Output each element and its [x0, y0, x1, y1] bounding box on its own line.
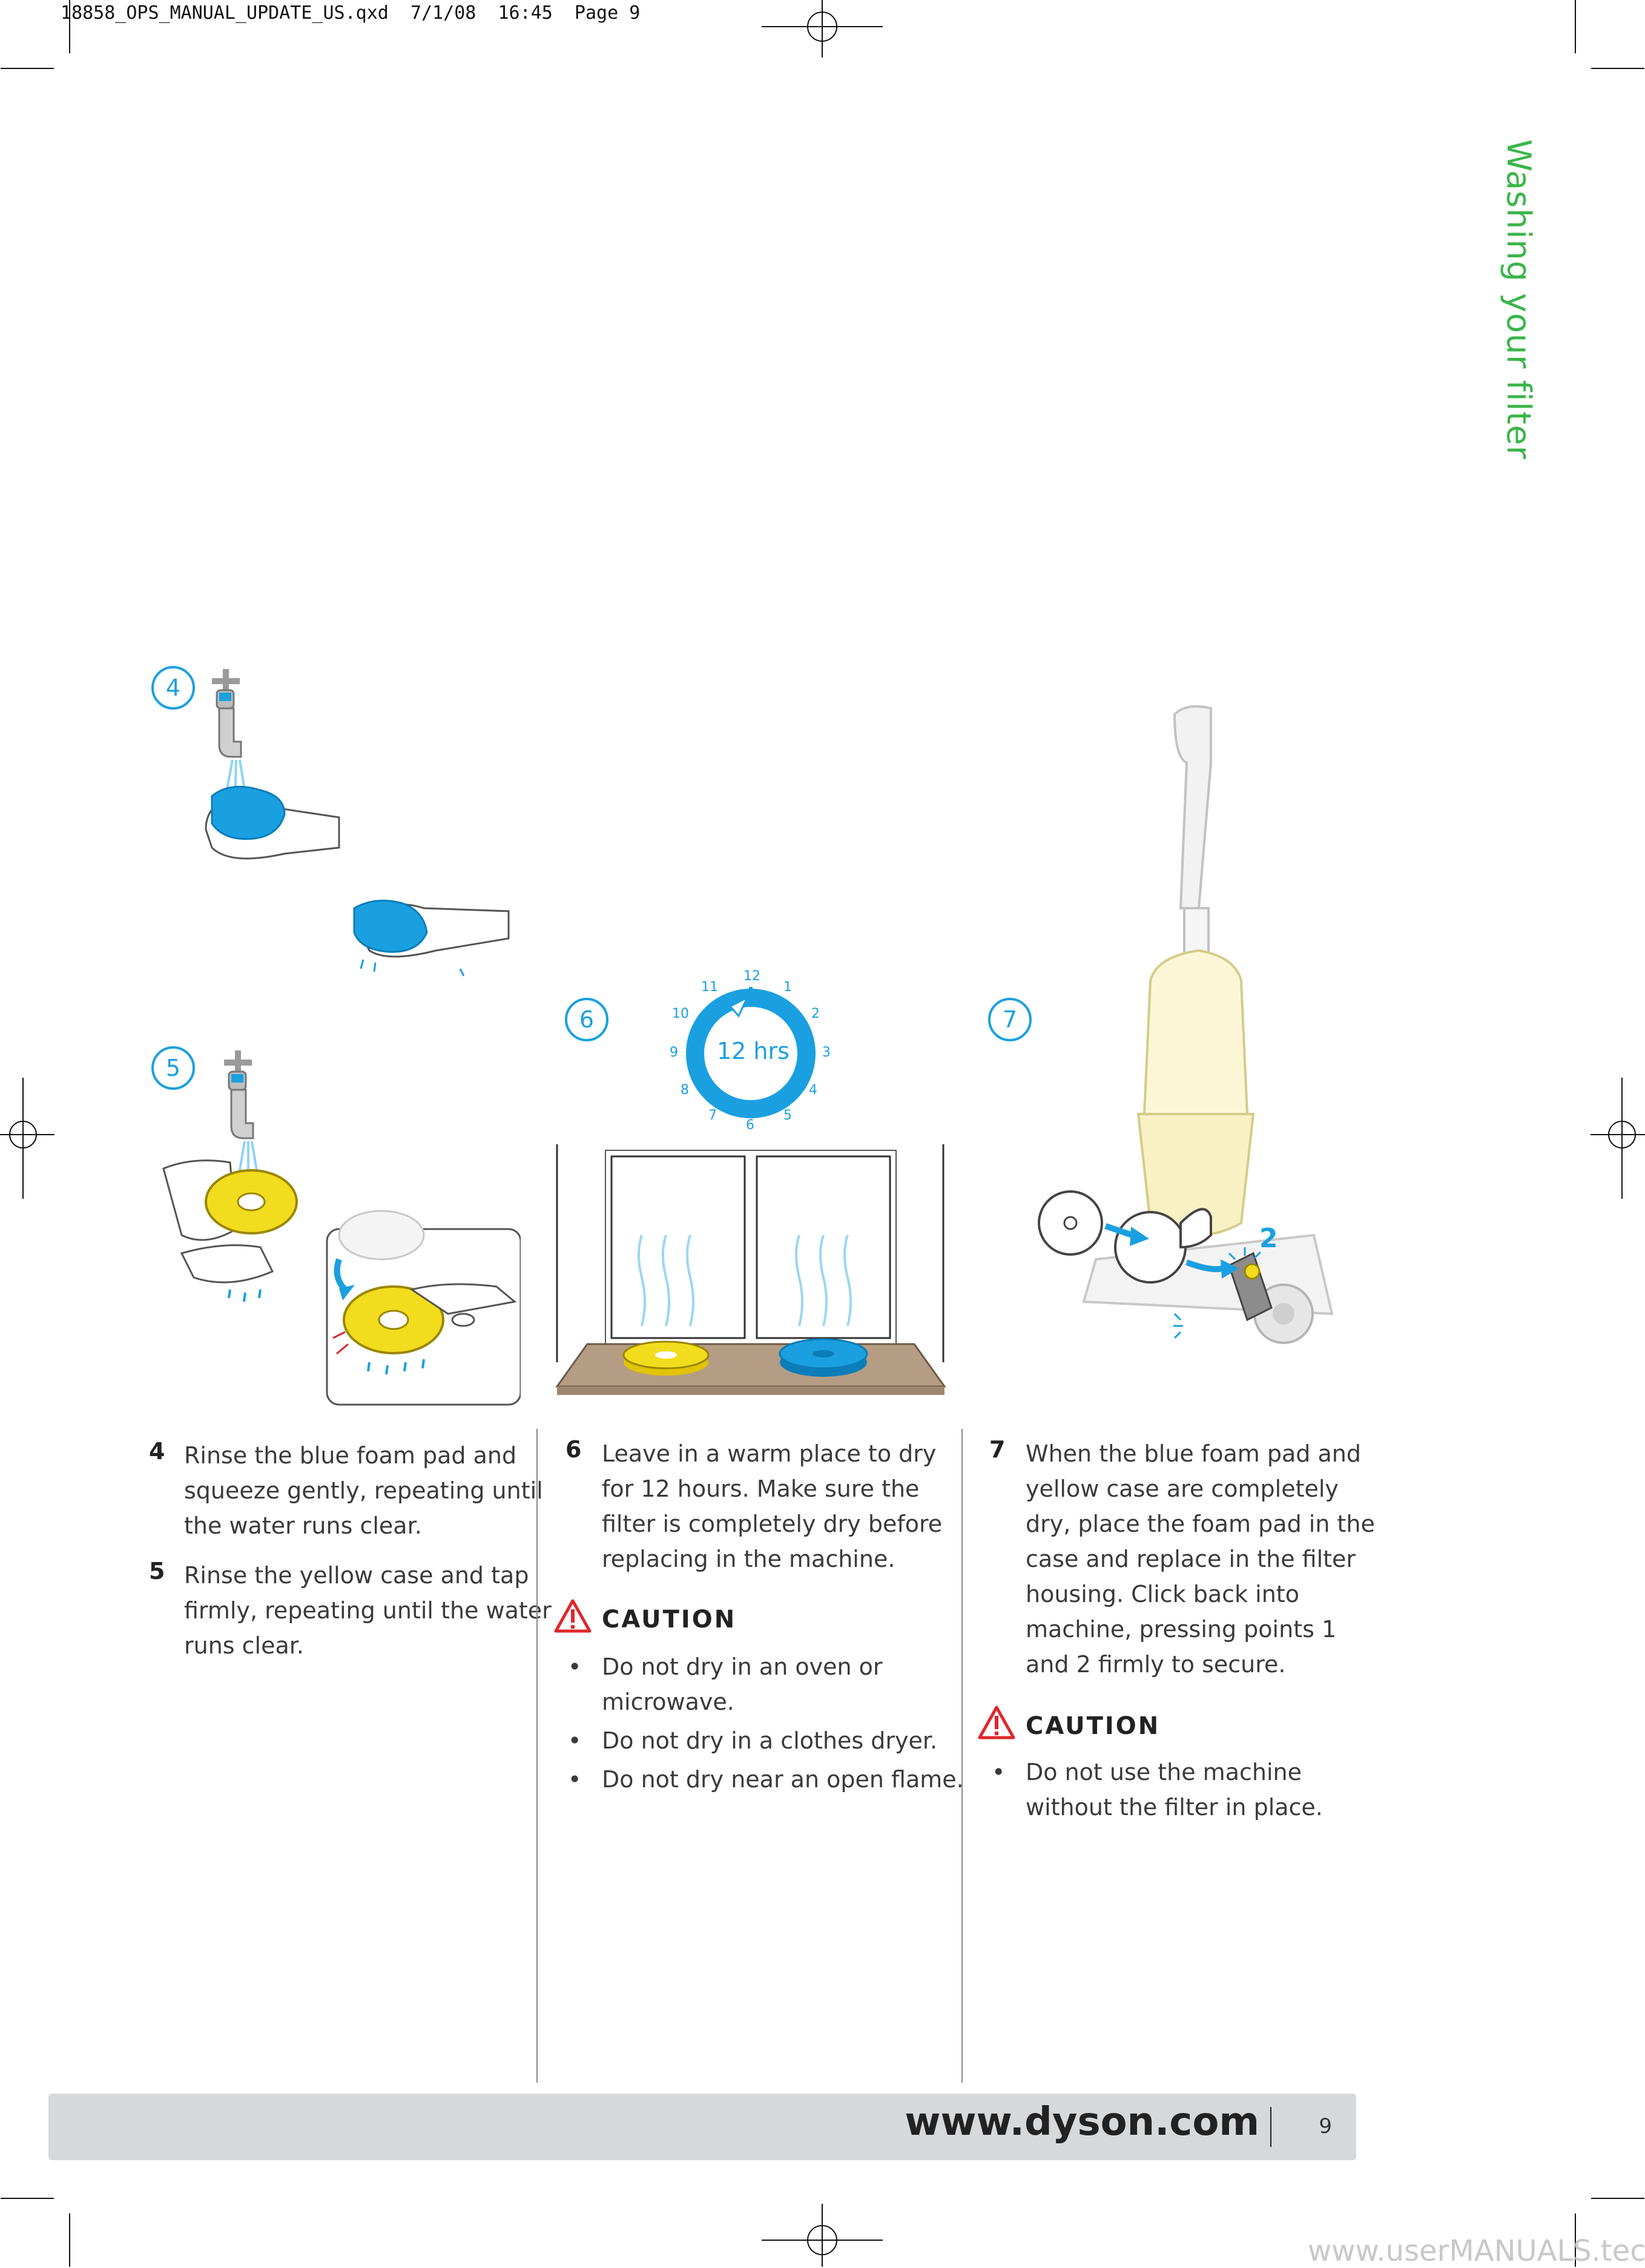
- warning-icon: [978, 1706, 1015, 1739]
- drying-clock: 12 hrs 12 1 2 3 4 5 6 7 8 9 10 11: [654, 963, 848, 1144]
- caution-bullet-text: Do not use the machine without the filte…: [1026, 1755, 1323, 1825]
- crop-mark: [1, 68, 54, 69]
- step-5-text: Rinse the yellow case and tap firmly, re…: [184, 1558, 552, 1663]
- crop-mark: [1591, 2198, 1644, 2199]
- registration-mark-left: [0, 1078, 54, 1199]
- crop-mark: [69, 0, 70, 53]
- text-line: Do not use the machine: [1026, 1759, 1302, 1785]
- step-6-badge: 6: [565, 998, 608, 1041]
- clock-number: 12: [743, 969, 760, 984]
- caution-bullet: •: [992, 1759, 1006, 1785]
- clock-center-label: 12 hrs: [717, 1038, 790, 1064]
- clock-number: 5: [783, 1108, 792, 1123]
- text-line: When the blue foam pad and: [1026, 1440, 1361, 1467]
- tap-icon: [224, 1050, 254, 1139]
- crop-mark: [69, 2214, 70, 2267]
- clock-number: 7: [708, 1108, 717, 1123]
- step-5-badge: 5: [151, 1046, 195, 1090]
- print-slug: 18858_OPS_MANUAL_UPDATE_US.qxd 7/1/08 16…: [61, 2, 641, 24]
- vacuum-illustration: [1038, 705, 1334, 1344]
- page-number: 9: [1319, 2114, 1332, 2138]
- step-7-number: 7: [989, 1436, 1006, 1463]
- text-line: yellow case are completely: [1026, 1475, 1339, 1502]
- crop-mark: [1575, 2214, 1576, 2267]
- crop-mark: [1575, 0, 1576, 53]
- text-line: microwave.: [602, 1689, 734, 1715]
- text-line: housing. Click back into: [1026, 1581, 1299, 1607]
- text-line: Do not dry in a clothes dryer.: [602, 1727, 938, 1754]
- caution-heading: CAUTION: [602, 1606, 737, 1633]
- step-4-badge: 4: [151, 666, 195, 710]
- registration-mark-right: [1591, 1078, 1645, 1199]
- step-5-number: 5: [149, 1558, 165, 1584]
- section-title: Washing your filter: [1471, 139, 1556, 478]
- step-7-badge: 7: [988, 998, 1032, 1041]
- section-title-text: Washing your filter: [1500, 139, 1538, 460]
- clock-number: 3: [822, 1045, 831, 1060]
- text-line: machine, pressing points 1: [1026, 1616, 1337, 1643]
- text-line: without the filter in place.: [1026, 1794, 1323, 1821]
- step-4-number: 4: [149, 1438, 165, 1465]
- column-divider: [536, 1429, 538, 2083]
- step-6-number: 6: [565, 1436, 582, 1463]
- clock-number: 10: [672, 1006, 689, 1021]
- rinse-case-illustration: [162, 1050, 521, 1406]
- text-line: Leave in a warm place to dry: [602, 1440, 937, 1467]
- drying-blue-foam: [779, 1338, 868, 1377]
- text-line: squeeze gently, repeating until: [184, 1477, 543, 1504]
- text-line: for 12 hours. Make sure the: [602, 1475, 920, 1502]
- footer-url[interactable]: www.dyson.com: [905, 2100, 1259, 2144]
- caution-bullet: •: [568, 1653, 582, 1680]
- text-line: Do not dry in an oven or: [602, 1653, 883, 1680]
- crop-mark: [1591, 68, 1644, 69]
- rinse-foam-illustration: [205, 669, 510, 977]
- vacuum-callout-2: 2: [1259, 1223, 1278, 1254]
- caution-bullet: •: [568, 1766, 582, 1793]
- column-divider: [961, 1429, 963, 2083]
- text-line: filter is completely dry before: [602, 1511, 943, 1537]
- clock-number: 11: [701, 980, 718, 995]
- text-line: Rinse the yellow case and tap: [184, 1562, 529, 1589]
- text-line: runs clear.: [184, 1632, 304, 1659]
- drying-yellow-case: [622, 1340, 710, 1376]
- text-line: replacing in the machine.: [602, 1546, 895, 1572]
- warning-icon: [554, 1599, 592, 1633]
- caution-bullet: •: [568, 1727, 582, 1754]
- caution-bullet-text: Do not dry near an open flame.: [602, 1762, 964, 1797]
- registration-mark-bottom: [762, 2204, 883, 2267]
- clock-number: 4: [809, 1083, 817, 1098]
- step-4-text: Rinse the blue foam pad and squeeze gent…: [184, 1438, 543, 1543]
- step-7-text: When the blue foam pad and yellow case a…: [1026, 1436, 1375, 1682]
- clock-number: 9: [670, 1045, 678, 1060]
- registration-mark-top: [762, 0, 883, 58]
- text-line: Do not dry near an open flame.: [602, 1766, 964, 1793]
- clock-number: 8: [681, 1083, 689, 1098]
- caution-heading: CAUTION: [1026, 1712, 1161, 1740]
- text-line: and 2 firmly to secure.: [1026, 1651, 1286, 1678]
- footer-separator: [1270, 2107, 1271, 2147]
- watermark: www.userMANUALS.tech: [1308, 2234, 1645, 2268]
- step-6-text: Leave in a warm place to dry for 12 hour…: [602, 1436, 942, 1577]
- window-sill-illustration: [555, 1144, 946, 1395]
- text-line: case and replace in the filter: [1026, 1546, 1356, 1572]
- footer-bar: www.dyson.com 9: [48, 2094, 1356, 2160]
- clock-number: 1: [783, 980, 792, 995]
- text-line: Rinse the blue foam pad and: [184, 1442, 517, 1469]
- text-line: firmly, repeating until the water: [184, 1597, 552, 1624]
- clock-number: 6: [746, 1118, 754, 1133]
- caution-bullet-text: Do not dry in a clothes dryer.: [602, 1723, 937, 1758]
- clock-dial: [686, 987, 816, 1118]
- text-line: the water runs clear.: [184, 1512, 422, 1539]
- tap-icon: [212, 669, 242, 758]
- crop-mark: [1, 2198, 54, 2199]
- clock-number: 2: [811, 1006, 820, 1021]
- text-line: dry, place the foam pad in the: [1026, 1511, 1375, 1537]
- caution-bullet-text: Do not dry in an oven or microwave.: [602, 1649, 883, 1719]
